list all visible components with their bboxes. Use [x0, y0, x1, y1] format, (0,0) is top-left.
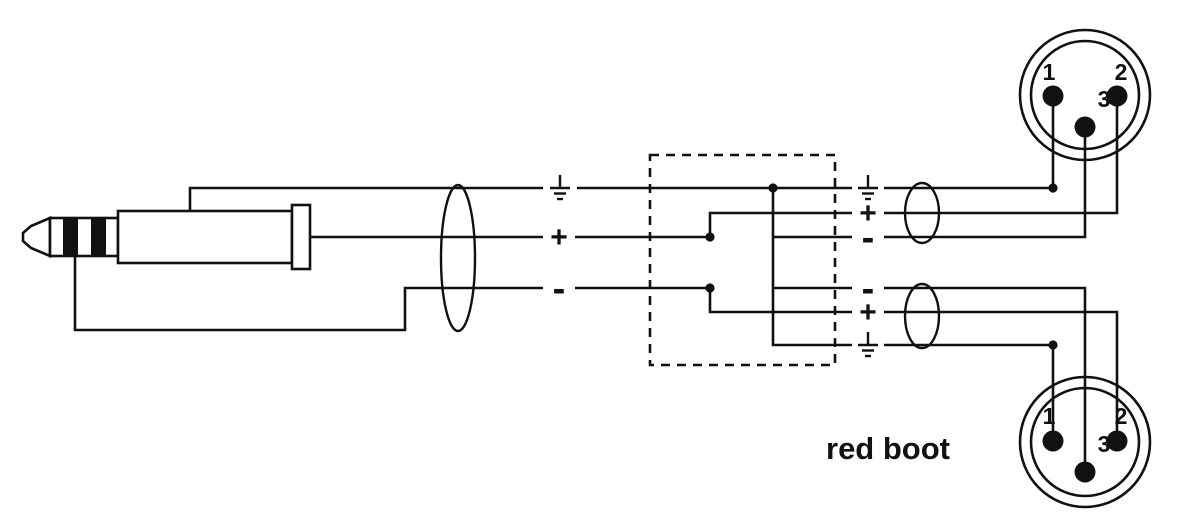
jack-insulator-ring [63, 218, 78, 256]
junction-dot [1048, 183, 1058, 193]
xlr-bottom-pin1 [1042, 430, 1064, 452]
cable-ellipse-top-right [903, 181, 941, 245]
xlr-top-pin1-number: 1 [1043, 59, 1056, 85]
junction-dots [705, 183, 1058, 350]
xlr-top-pin1 [1042, 85, 1064, 107]
ground-icon-left [550, 175, 570, 201]
cable-ellipse-left [439, 183, 477, 333]
minus-label-xlr-bottom: - [862, 268, 875, 310]
junction-box [648, 153, 837, 367]
plus-label-jack: + [550, 221, 568, 254]
wire-tip-hot [310, 96, 1119, 239]
xlr-bottom-pins: 1 2 3 [1042, 403, 1128, 483]
xlr-bottom-pin1-number: 1 [1043, 403, 1056, 429]
ground-icon-top-right [858, 175, 878, 201]
minus-label-xlr-top: - [862, 217, 875, 259]
ground-icon-bottom-right [858, 332, 878, 358]
junction-dot [705, 232, 715, 242]
wire-cold-bottom [773, 286, 1087, 472]
xlr-bottom-pin2 [1106, 430, 1128, 452]
xlr-bottom-pin3-number: 3 [1098, 431, 1111, 457]
wire-ring-hot [73, 256, 1119, 441]
xlr-top-pin2 [1106, 85, 1128, 107]
minus-label-jack: - [553, 268, 566, 310]
junction-dot [768, 183, 778, 193]
red-boot-label: red boot [826, 431, 950, 466]
jack-insulator-ring [91, 218, 106, 256]
xlr-bottom-pin2-number: 2 [1115, 403, 1128, 429]
cable-ellipse-bottom-right [903, 282, 941, 350]
xlr-top-pin3-number: 3 [1098, 86, 1111, 112]
jack-bushing [290, 203, 312, 271]
xlr-bottom-pin3 [1074, 461, 1096, 483]
trs-jack-plug [21, 203, 312, 271]
plus-label-xlr-bottom: + [859, 296, 877, 329]
junction-dot [1048, 340, 1058, 350]
xlr-top-pins: 1 2 3 [1042, 59, 1128, 138]
xlr-top-pin2-number: 2 [1115, 59, 1128, 85]
jack-body [116, 209, 294, 265]
xlr-top-pin3 [1074, 116, 1096, 138]
junction-dot [705, 283, 715, 293]
plus-label-xlr-top: + [859, 197, 877, 230]
wire-cold-top [773, 127, 1087, 239]
jack-shaft [48, 216, 120, 258]
